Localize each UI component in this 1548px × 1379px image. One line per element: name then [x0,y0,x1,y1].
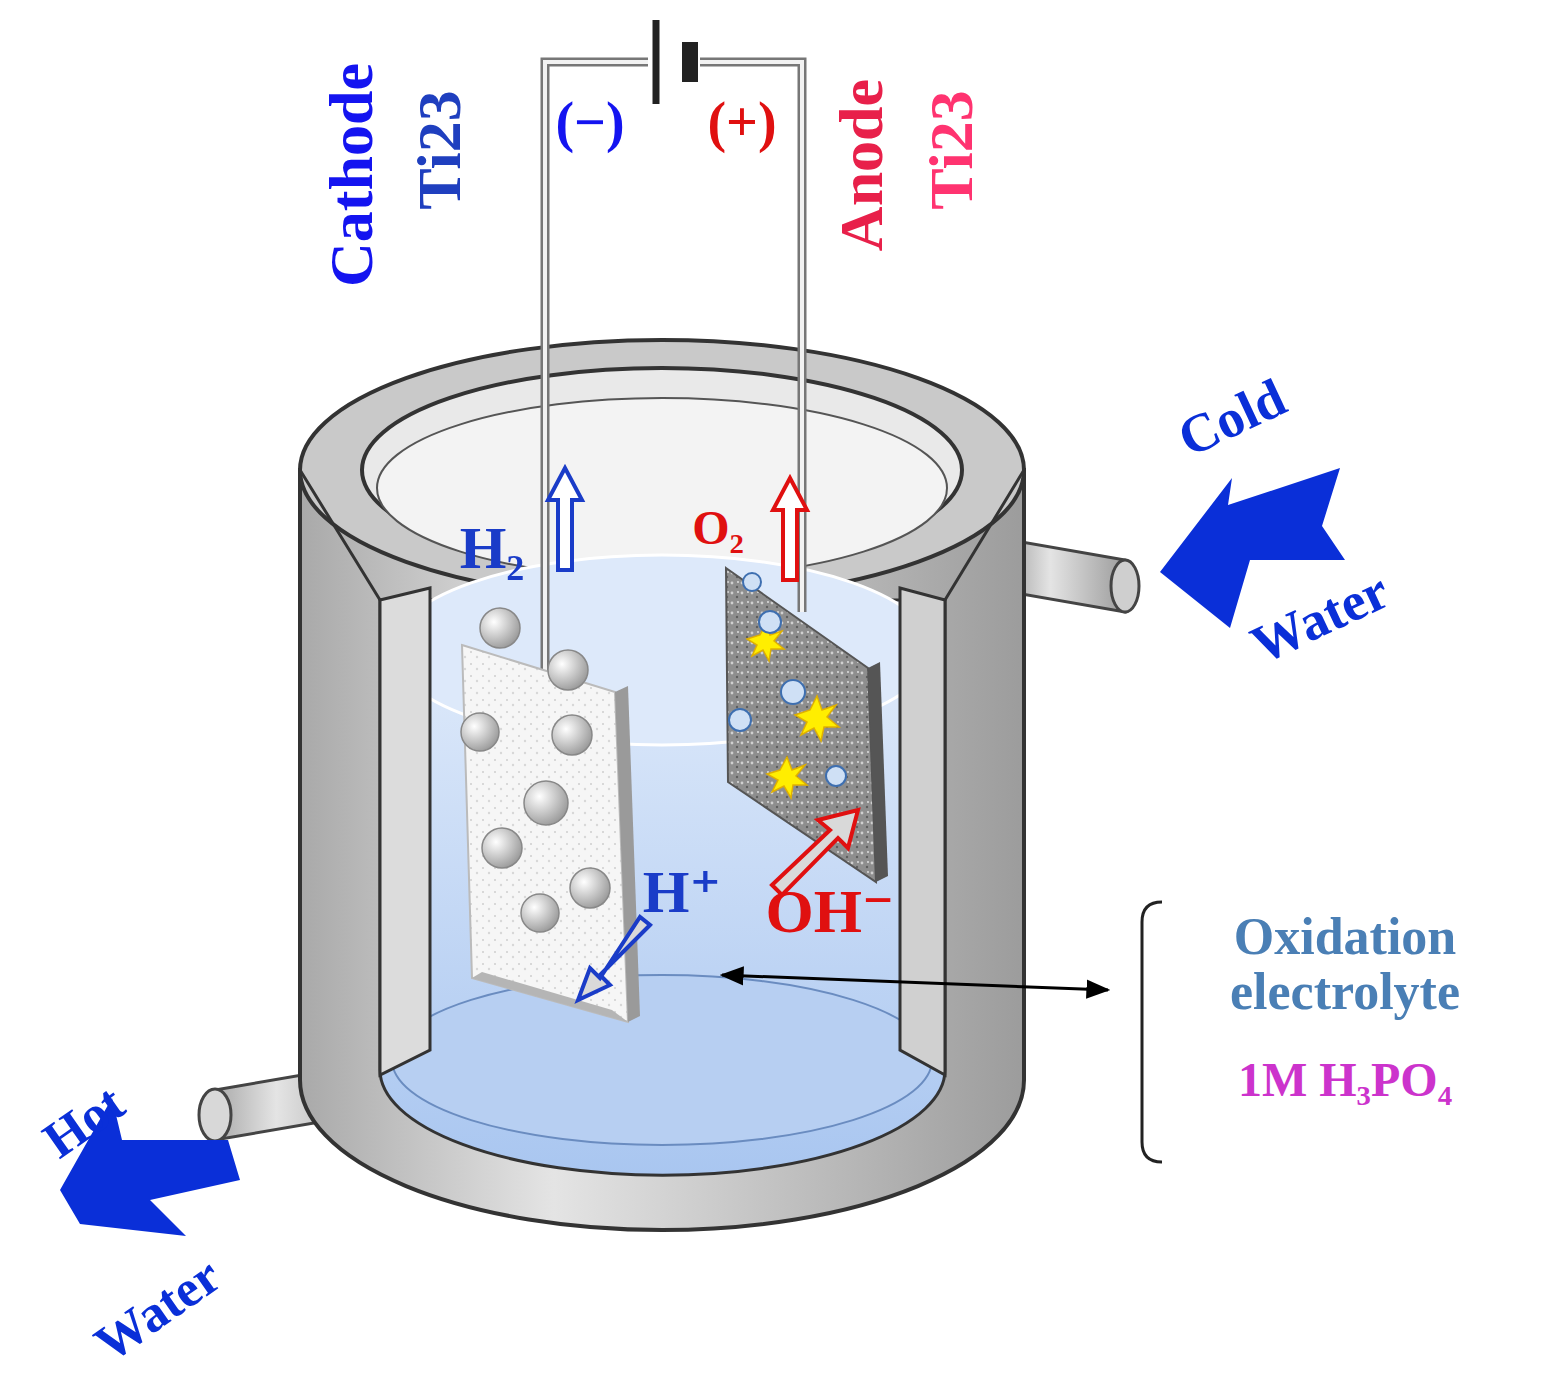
flow-label: Water [86,1248,231,1372]
material-label: Ti23 [919,90,984,209]
electrolyte-label: Oxidation electrolyte [1155,910,1535,1019]
gas-label: H₂ [460,517,525,580]
polarity-label: (−) [555,93,624,152]
ion-label: H⁺ [643,861,721,924]
material-label: Ti23 [407,90,472,209]
flow-label: Water [1243,562,1397,674]
electrode-label: Cathode [319,63,384,287]
flow-label: Cold [1170,369,1295,467]
electrode-label: Anode [829,79,894,251]
gas-label: O₂ [692,503,744,553]
polarity-label: (+) [707,93,776,152]
ion-label: OH⁻ [765,879,894,944]
electrolyte-label: 1M H₃PO₄ [1238,1055,1452,1105]
